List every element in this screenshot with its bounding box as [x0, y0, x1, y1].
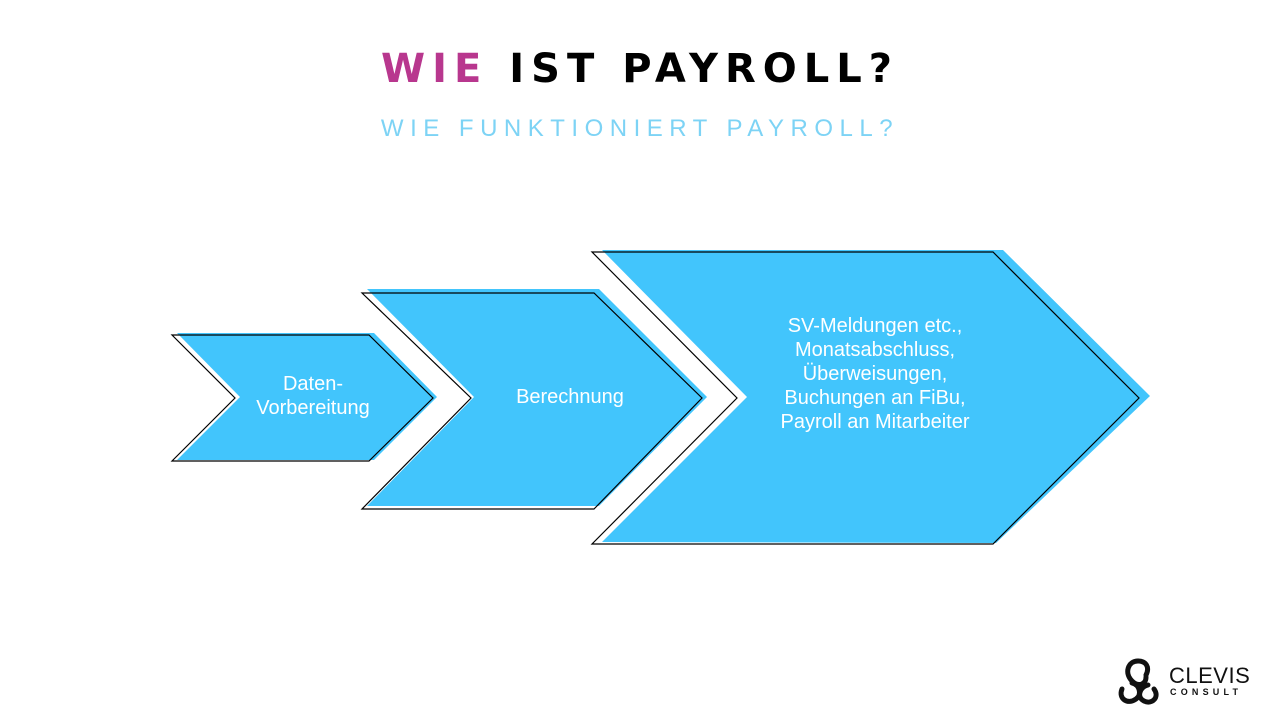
slide-title: WIE IST PAYROLL?: [0, 44, 1280, 94]
step-3-label: SV-Meldungen etc., Monatsabschluss, Über…: [780, 315, 970, 433]
title-rest: IST PAYROLL?: [488, 46, 899, 92]
clevis-consult-logo: CLEVIS CONSULT: [1112, 655, 1262, 707]
chevron-step-3: [590, 250, 1150, 545]
chevron-step-1: [170, 333, 437, 462]
title-accent: WIE: [381, 46, 489, 92]
chevron-step-2: [360, 289, 707, 510]
step-2-label: Berechnung: [516, 386, 624, 408]
knot-icon: [1118, 658, 1159, 705]
logo-name: CLEVIS: [1169, 663, 1251, 688]
step-1-label: Daten- Vorbereitung: [256, 373, 370, 419]
slide-subtitle: WIE FUNKTIONIERT PAYROLL?: [380, 115, 900, 142]
logo-subtitle: CONSULT: [1170, 687, 1243, 697]
